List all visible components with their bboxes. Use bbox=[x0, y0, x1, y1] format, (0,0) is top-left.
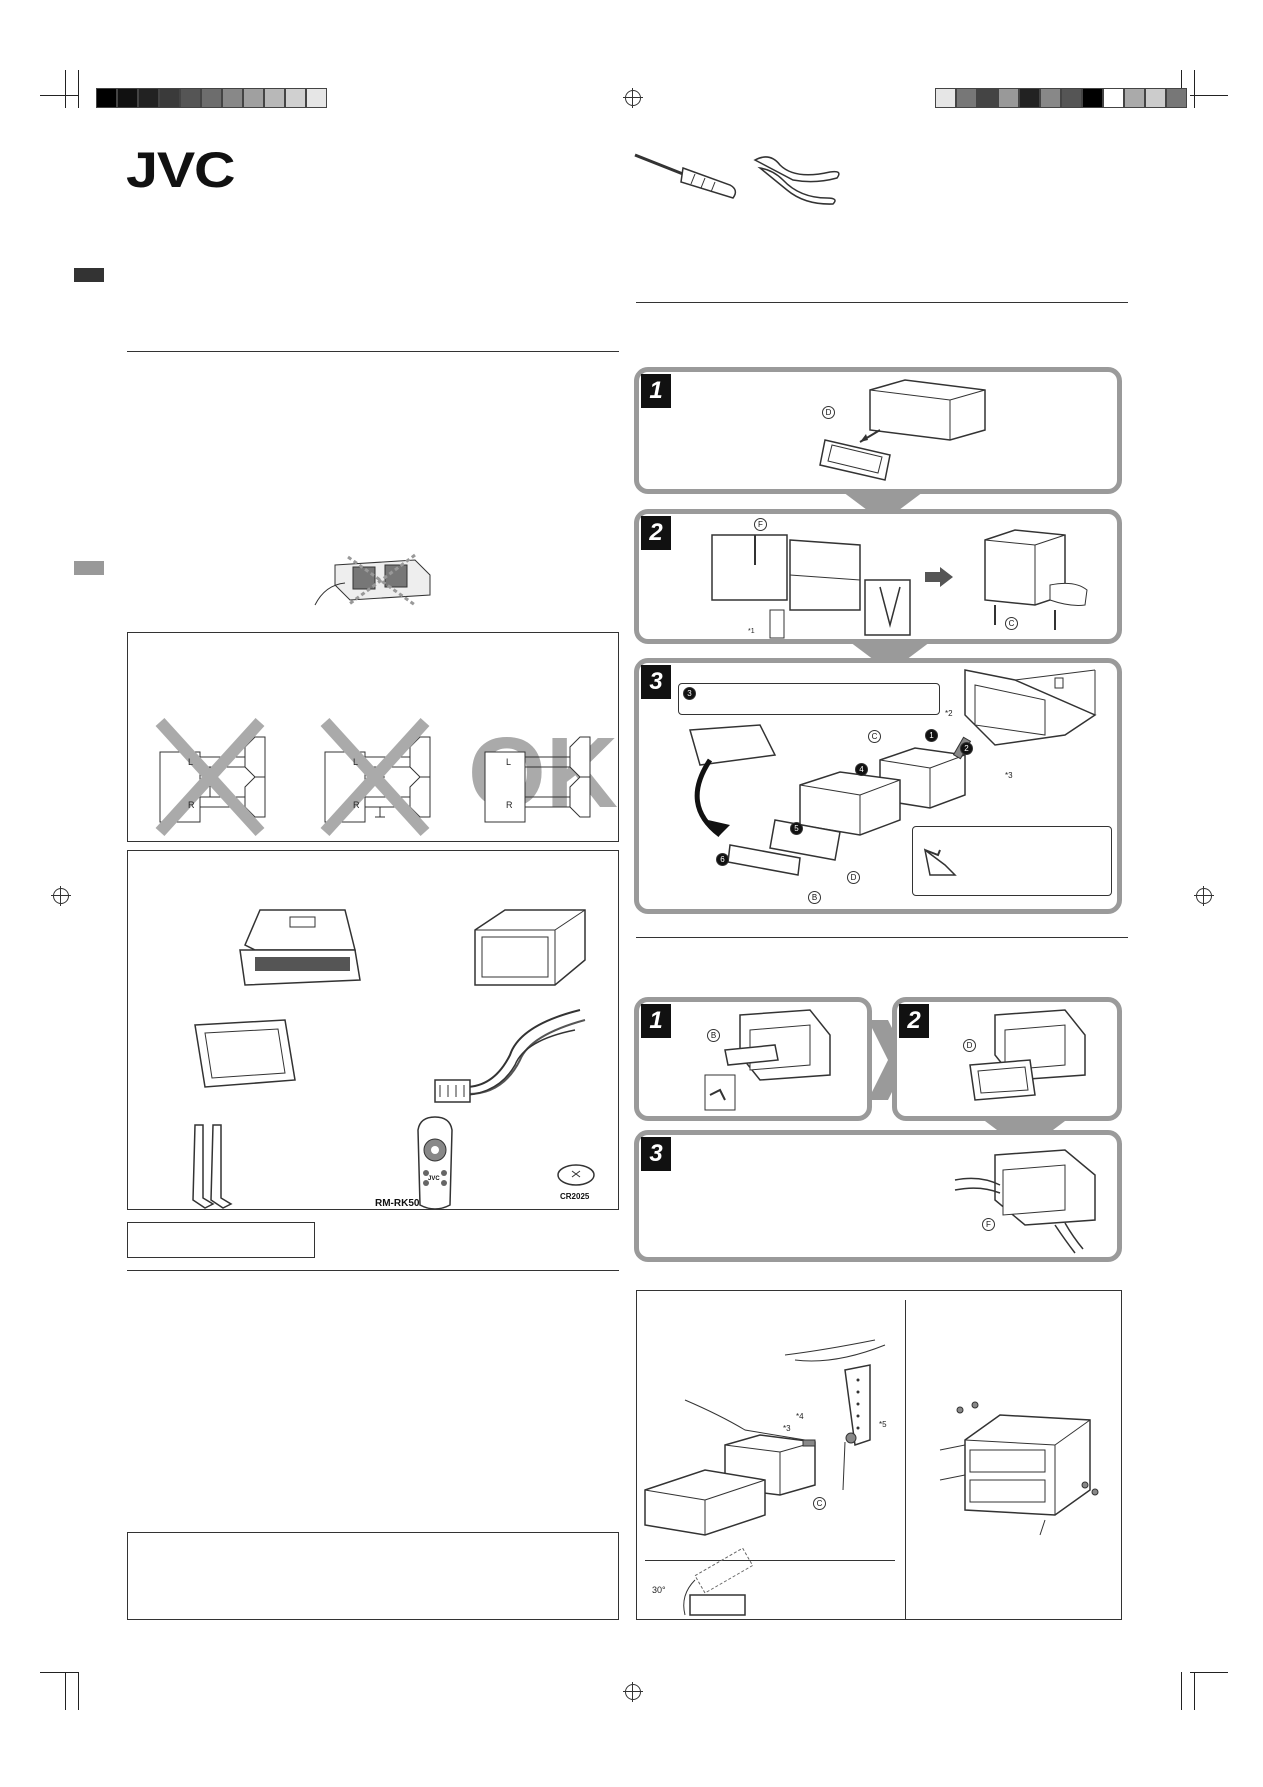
extraction-keys-illustration bbox=[192, 1124, 233, 1209]
pull-out-unit-illustration bbox=[954, 1149, 1096, 1254]
footnote-5: *5 bbox=[879, 1420, 887, 1429]
registration-mark-icon bbox=[51, 886, 71, 906]
section-rule bbox=[636, 937, 1128, 938]
mounting-sleeve-illustration bbox=[474, 909, 586, 986]
crop-mark bbox=[65, 70, 66, 108]
numbered-mark-5: 5 bbox=[790, 822, 803, 835]
remote-model-label: RM-RK50 bbox=[375, 1198, 420, 1209]
unit-illustration bbox=[314, 553, 431, 607]
part-letter-f: F bbox=[754, 518, 767, 531]
numbered-mark-2: 2 bbox=[960, 742, 973, 755]
parts-list-box bbox=[127, 850, 619, 1210]
pliers-icon bbox=[753, 156, 840, 205]
footnote-3: *3 bbox=[783, 1424, 791, 1433]
footnote-3: *3 bbox=[1005, 771, 1013, 780]
remove-faceplate-illustration bbox=[704, 1009, 831, 1111]
language-tab-dark bbox=[74, 268, 104, 282]
brand-logo: JVC bbox=[126, 142, 236, 198]
hard-case-illustration bbox=[239, 909, 361, 986]
step-3-callout-box bbox=[678, 683, 940, 715]
part-letter-d: D bbox=[822, 406, 835, 419]
sleeve-insertion-illustration bbox=[689, 724, 972, 876]
speaker-wiring-box bbox=[127, 632, 619, 842]
numbered-mark-1: 1 bbox=[925, 729, 938, 742]
section-rule bbox=[127, 1270, 619, 1271]
channel-right-label: R bbox=[506, 800, 513, 810]
part-letter-b: B bbox=[808, 891, 821, 904]
remove-trim-illustration bbox=[969, 1009, 1086, 1101]
battery-label: CR2025 bbox=[560, 1192, 590, 1201]
angle-limit-illustration bbox=[683, 1547, 754, 1616]
crop-mark bbox=[1190, 95, 1228, 96]
column-divider bbox=[905, 1300, 906, 1620]
part-letter-f: F bbox=[982, 1218, 995, 1231]
factory-bracket-illustration bbox=[939, 1401, 1099, 1536]
section-rule bbox=[636, 302, 1128, 303]
bend-tab-icon bbox=[923, 848, 957, 876]
key-insertion-illustration bbox=[711, 534, 911, 639]
bottom-note-box bbox=[127, 1532, 619, 1620]
crop-mark bbox=[1194, 1672, 1195, 1710]
angle-divider bbox=[645, 1560, 895, 1561]
footnote-1: *1 bbox=[748, 628, 755, 635]
battery-illustration bbox=[557, 1164, 595, 1186]
step-3-note-box bbox=[912, 826, 1112, 896]
mounting-box bbox=[636, 1290, 1122, 1620]
part-letter-d: D bbox=[963, 1039, 976, 1052]
part-letter-b: B bbox=[707, 1029, 720, 1042]
crop-mark bbox=[40, 95, 78, 96]
crop-mark bbox=[40, 1672, 78, 1673]
crop-mark bbox=[1190, 1672, 1228, 1673]
speaker-diagram-wrong-1 bbox=[155, 717, 266, 837]
speaker-diagram-ok bbox=[484, 736, 591, 823]
registration-mark-icon bbox=[623, 1682, 643, 1702]
section-rule bbox=[127, 351, 619, 352]
right-arrow-icon bbox=[925, 567, 953, 587]
dashboard-opening-illustration bbox=[964, 669, 1097, 746]
numbered-mark-3: 3 bbox=[683, 687, 696, 700]
numbered-mark-4: 4 bbox=[855, 763, 868, 776]
part-letter-c: C bbox=[1005, 617, 1018, 630]
screwdriver-icon bbox=[634, 153, 737, 199]
unit-pull-out-illustration bbox=[984, 529, 1088, 630]
registration-mark-icon bbox=[623, 88, 643, 108]
install-step-2-number: 2 bbox=[641, 516, 671, 550]
crop-mark bbox=[78, 1672, 79, 1710]
crop-mark bbox=[1194, 70, 1195, 108]
channel-left-label: L bbox=[188, 757, 194, 767]
crop-mark bbox=[78, 70, 79, 108]
registration-mark-icon bbox=[1194, 886, 1214, 906]
footnote-4: *4 bbox=[796, 1412, 804, 1421]
remote-brand-label: JVC bbox=[428, 1176, 440, 1182]
crop-mark bbox=[65, 1672, 66, 1710]
part-letter-d: D bbox=[847, 871, 860, 884]
footnote-2: *2 bbox=[945, 709, 953, 718]
part-letter-c: C bbox=[868, 730, 881, 743]
channel-left-label: L bbox=[506, 757, 512, 767]
angle-label: 30° bbox=[652, 1585, 666, 1595]
channel-left-label: L bbox=[353, 757, 359, 767]
language-tab-gray bbox=[74, 561, 104, 575]
channel-right-label: R bbox=[353, 800, 360, 810]
bracket-mounting-illustration bbox=[644, 1339, 886, 1536]
crop-mark bbox=[1181, 1672, 1182, 1710]
sleeve-removal-illustration bbox=[819, 379, 986, 481]
remote-control-illustration bbox=[417, 1116, 453, 1210]
install-step-3-number: 3 bbox=[641, 665, 671, 699]
speaker-diagram-wrong-2 bbox=[320, 717, 431, 837]
note-box bbox=[127, 1222, 315, 1258]
install-step-1-number: 1 bbox=[641, 374, 671, 408]
numbered-mark-6: 6 bbox=[716, 853, 729, 866]
removal-step-3-number: 3 bbox=[641, 1137, 671, 1171]
wiring-harness-illustration bbox=[434, 1009, 586, 1103]
channel-right-label: R bbox=[188, 800, 195, 810]
removal-step-1-number: 1 bbox=[641, 1004, 671, 1038]
trim-plate-illustration bbox=[194, 1019, 296, 1088]
removal-step-2-number: 2 bbox=[899, 1004, 929, 1038]
removal-step-1 bbox=[634, 997, 872, 1121]
part-letter-c: C bbox=[813, 1497, 826, 1510]
